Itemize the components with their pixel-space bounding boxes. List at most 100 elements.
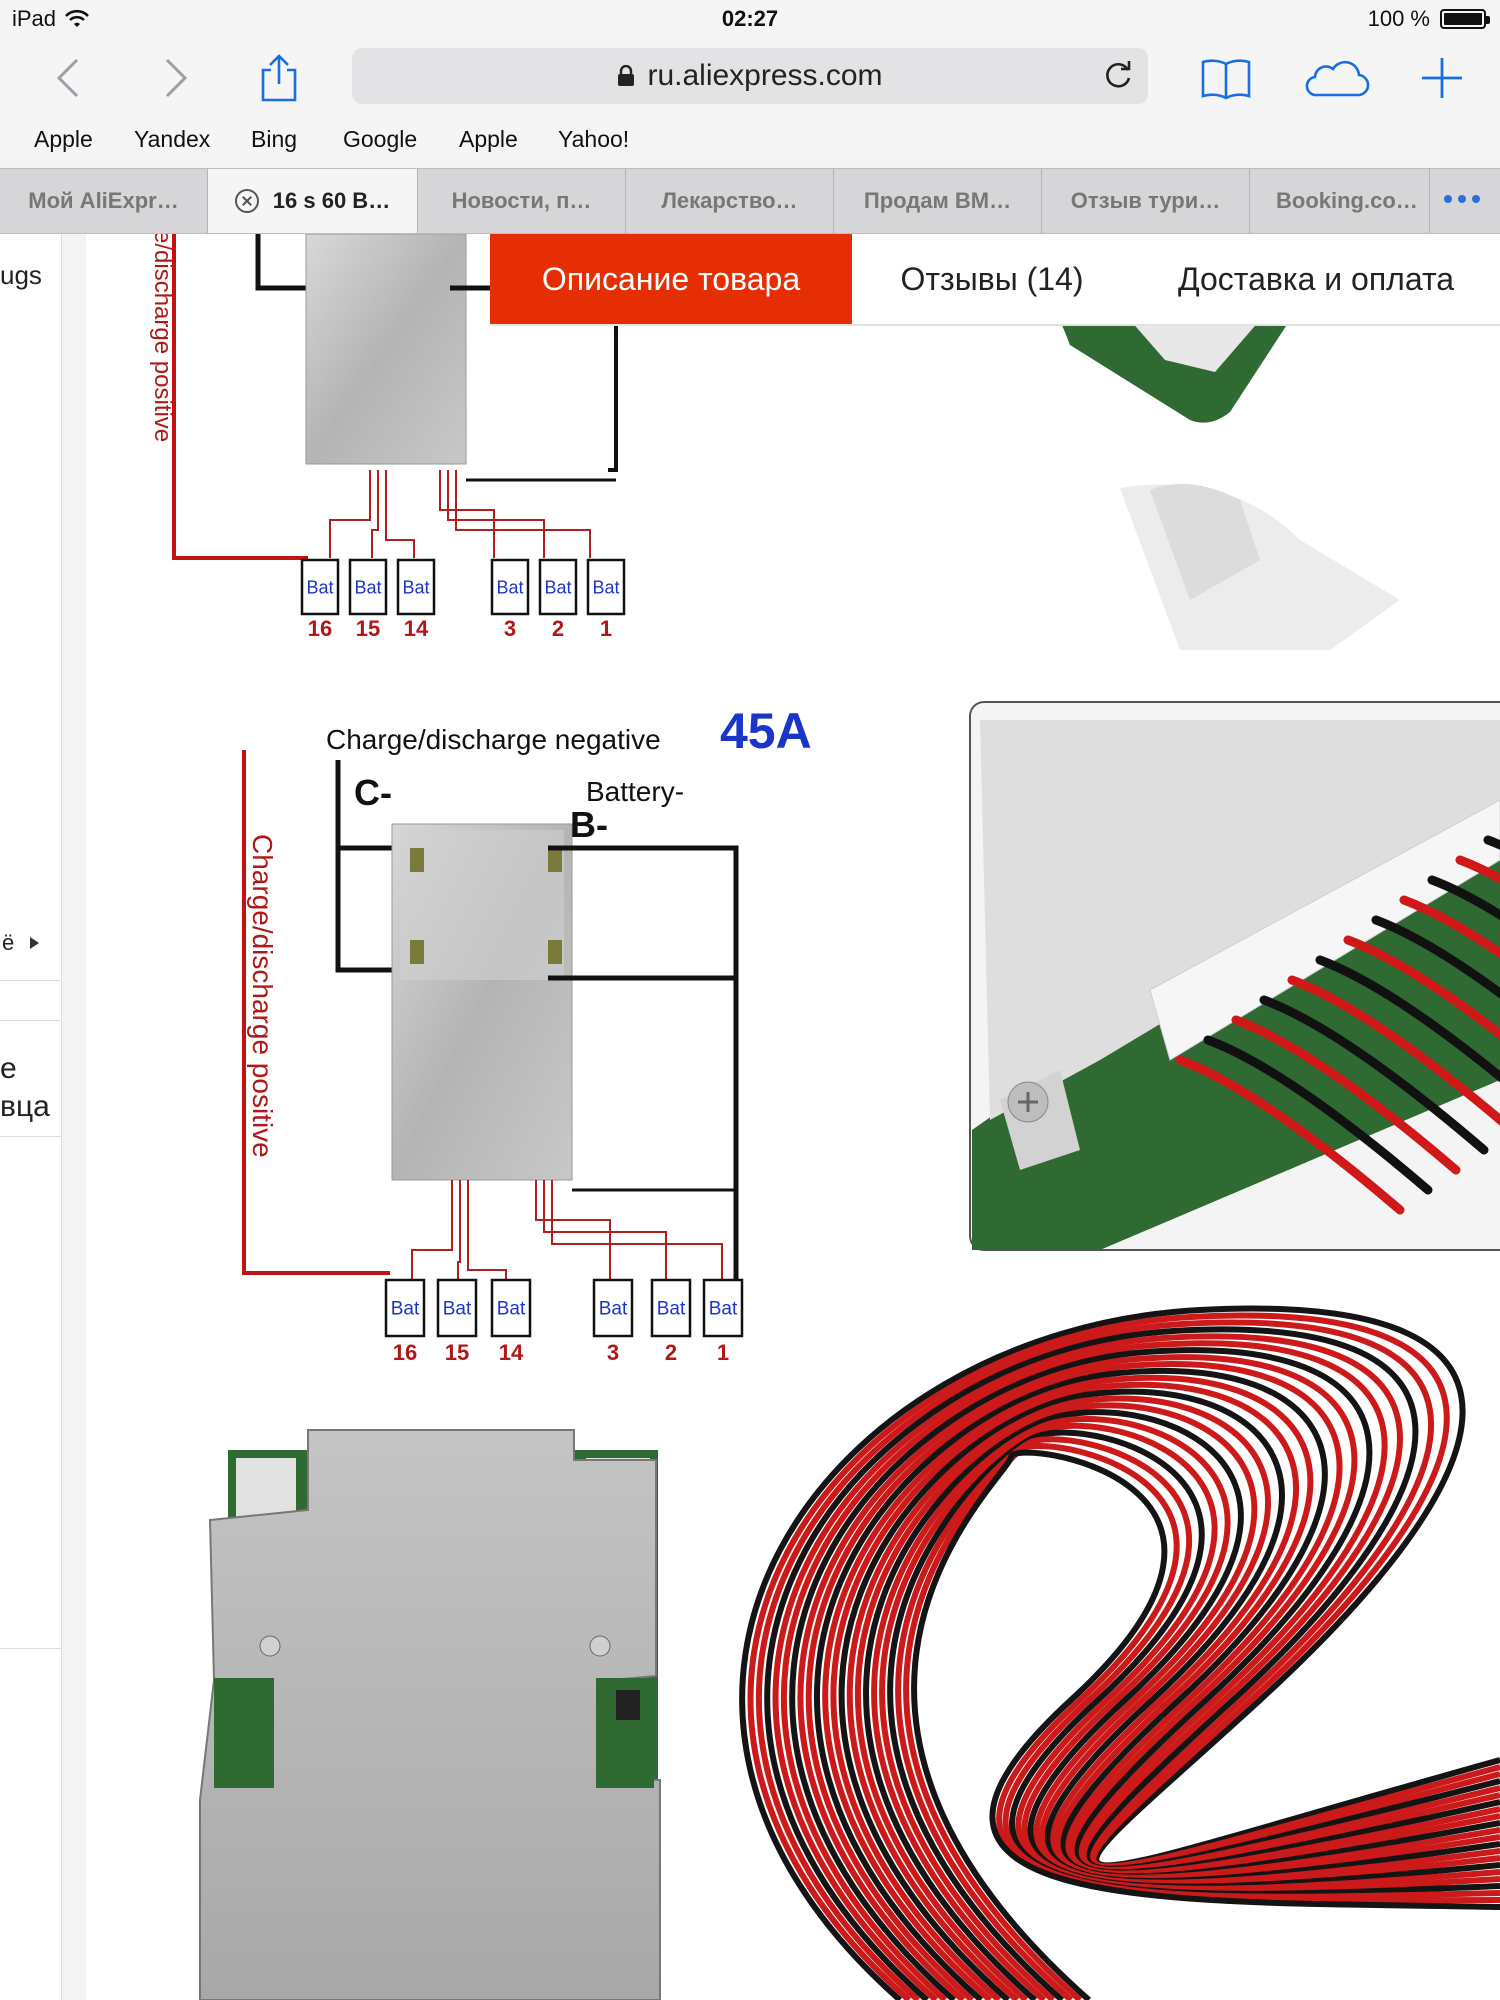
product-tabs: Описание товара Отзывы (14) Доставка и о… — [490, 234, 1500, 326]
new-tab-button[interactable] — [1412, 48, 1472, 108]
tab[interactable]: Новости, п… — [418, 169, 626, 233]
tab[interactable]: Отзыв тури… — [1042, 169, 1250, 233]
battery-cell — [586, 558, 626, 616]
cell-number: 16 — [307, 616, 333, 641]
battery-cell-label: Bat — [354, 577, 381, 597]
cloud-tabs-button[interactable] — [1296, 48, 1376, 108]
cell-number: 3 — [606, 1340, 620, 1365]
left-sidebar: ugs ё е вца — [0, 234, 62, 2000]
battery-cell — [702, 1278, 744, 1338]
tab-reviews-label: Отзывы (14) — [900, 260, 1084, 297]
clock: 02:27 — [721, 6, 779, 31]
battery-cell-label: Bat — [402, 577, 429, 597]
divider — [0, 1020, 61, 1021]
chevron-left-icon — [56, 58, 79, 98]
tab-delivery[interactable]: Доставка и оплата — [1132, 234, 1500, 324]
share-icon — [261, 54, 297, 102]
chevron-right-icon — [165, 58, 188, 98]
cell-number: 16 — [392, 1340, 418, 1365]
back-button[interactable] — [38, 48, 98, 108]
cell-number: 2 — [664, 1340, 678, 1365]
bookmark-item[interactable]: Yahoo! — [558, 126, 630, 152]
browser-toolbar: ru.aliexpress.com — [0, 40, 1500, 118]
b-minus-label: B- — [570, 804, 608, 845]
tab-label: Новости, п… — [451, 188, 592, 213]
tab[interactable]: Лекарство… — [626, 169, 834, 233]
tab-bar: Мой AliExpr… 16 s 60 B… Новости, п… Лека… — [0, 168, 1500, 234]
bookmark-item[interactable]: Apple — [34, 126, 93, 152]
wire — [1175, 1055, 1405, 1215]
divider — [0, 980, 61, 981]
sidebar-text-line: е — [0, 1052, 17, 1085]
pcb-connector-photo — [969, 701, 1500, 1251]
tab[interactable]: Booking.co… — [1250, 169, 1430, 233]
url-text: ru.aliexpress.com — [647, 59, 883, 92]
tab-active[interactable]: 16 s 60 B… — [208, 169, 418, 233]
close-tab-icon[interactable] — [234, 189, 259, 213]
wire — [1455, 855, 1500, 884]
battery-cell-label: Bat — [496, 577, 523, 597]
cell-number: 1 — [599, 616, 613, 641]
tab[interactable]: Продам BM… — [834, 169, 1042, 233]
bookmark-item[interactable]: Yandex — [134, 126, 211, 152]
tab-label: Мой AliExpr… — [28, 188, 179, 213]
side-label-top: e/discharge positive — [149, 234, 176, 443]
wire — [1427, 875, 1500, 921]
battery-cell — [348, 558, 388, 616]
battery-cell-label: Bat — [592, 577, 619, 597]
battery-cell — [650, 1278, 692, 1338]
bookmark-item[interactable]: Bing — [251, 126, 298, 152]
battery-cell-label: Bat — [599, 1299, 628, 1320]
wire — [911, 1449, 1500, 2000]
battery-cell-label: Bat — [306, 577, 333, 597]
battery-icon — [1440, 9, 1490, 29]
bookmarks-button[interactable] — [1196, 48, 1256, 108]
battery-cell-label: Bat — [544, 577, 571, 597]
more-tabs-icon[interactable] — [1444, 195, 1480, 203]
battery-cell — [300, 558, 340, 616]
address-bar[interactable]: ru.aliexpress.com — [352, 48, 1148, 104]
battery-cell — [592, 1278, 634, 1338]
sidebar-text: е вца — [0, 1050, 50, 1126]
tab-label: Booking.co… — [1276, 188, 1418, 213]
bookmark-item[interactable]: Apple — [459, 126, 518, 152]
tab-description[interactable]: Описание товара — [490, 234, 852, 324]
sidebar-link[interactable]: ё — [2, 930, 40, 956]
battery-cell-label: Bat — [497, 1299, 526, 1320]
tab-label: Отзыв тури… — [1070, 188, 1221, 213]
wire — [1371, 915, 1500, 999]
device-name: iPad — [12, 6, 57, 31]
tab-reviews[interactable]: Отзывы (14) — [852, 234, 1132, 324]
bookmark-item[interactable]: Google — [343, 126, 418, 152]
wifi-icon — [65, 9, 89, 27]
battery-cell — [490, 1278, 532, 1338]
tab-label: Лекарство… — [661, 188, 798, 213]
wire — [1203, 1035, 1433, 1195]
tab[interactable]: Мой AliExpr… — [0, 169, 208, 233]
share-button[interactable] — [249, 48, 309, 108]
cell-number: 15 — [444, 1340, 470, 1365]
battery-cell — [538, 558, 578, 616]
wire — [1315, 955, 1500, 1083]
book-icon — [1201, 59, 1251, 100]
forward-button[interactable] — [146, 48, 206, 108]
tab-label: 16 s 60 B… — [272, 188, 391, 213]
cell-number: 3 — [503, 616, 517, 641]
sidebar-link-label: ё — [2, 930, 15, 955]
plus-icon — [1422, 58, 1462, 98]
reload-icon[interactable] — [1102, 58, 1136, 92]
wire — [1399, 895, 1500, 959]
battery-cell-label: Bat — [657, 1299, 686, 1320]
battery-cell — [396, 558, 436, 616]
battery-cell-label: Bat — [709, 1299, 738, 1320]
battery-cell — [490, 558, 530, 616]
battery-cell — [384, 1278, 426, 1338]
rating-label: 45A — [720, 703, 812, 759]
cell-number: 14 — [498, 1340, 524, 1365]
bookmarks-bar: Apple Yandex Bing Google Apple Yahoo! — [0, 118, 1500, 168]
wire — [1231, 1015, 1461, 1175]
divider — [0, 1648, 61, 1649]
